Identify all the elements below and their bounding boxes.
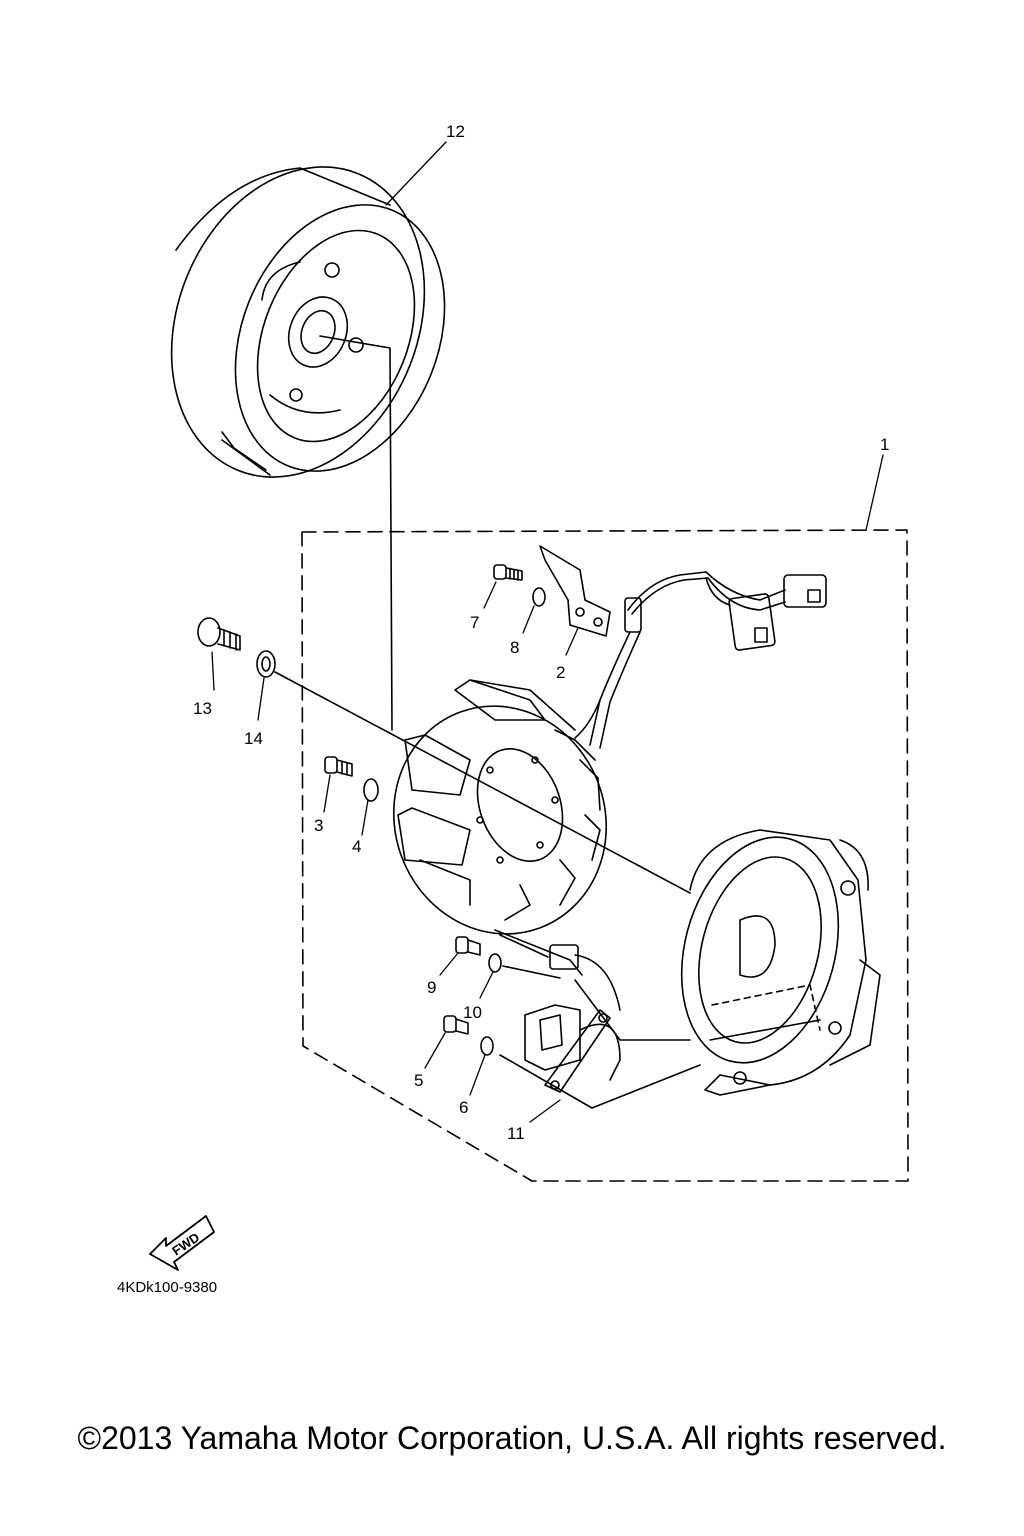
callout-14: 14 bbox=[244, 729, 263, 748]
washer-10-line bbox=[502, 965, 561, 979]
callout-2: 2 bbox=[556, 663, 565, 682]
bracket-2 bbox=[539, 545, 611, 637]
leader-lines bbox=[211, 141, 884, 1123]
generator-housing bbox=[680, 829, 881, 1096]
pickup-coil-11 bbox=[494, 929, 701, 1109]
fwd-arrow-icon: FWD bbox=[149, 1215, 215, 1271]
callout-10: 10 bbox=[463, 1003, 482, 1022]
callout-12: 12 bbox=[446, 122, 465, 141]
washer-8 bbox=[532, 587, 546, 607]
callout-13: 13 bbox=[193, 699, 212, 718]
wire-harness bbox=[574, 571, 827, 749]
axis-line bbox=[319, 335, 393, 731]
bolt-7 bbox=[493, 564, 523, 581]
stator-coil bbox=[392, 679, 608, 935]
assembly-boundary bbox=[301, 529, 909, 1182]
washer-10 bbox=[488, 953, 502, 973]
copyright-notice: ©2013 Yamaha Motor Corporation, U.S.A. A… bbox=[77, 1420, 947, 1456]
washer-14 bbox=[256, 650, 276, 678]
callout-7: 7 bbox=[470, 613, 479, 632]
bolt-5 bbox=[443, 1015, 469, 1035]
washer-4 bbox=[363, 778, 379, 802]
callout-3: 3 bbox=[314, 816, 323, 835]
callout-4: 4 bbox=[352, 837, 361, 856]
callout-8: 8 bbox=[510, 638, 519, 657]
callout-6: 6 bbox=[459, 1098, 468, 1117]
bolt-13 bbox=[197, 617, 241, 651]
callout-labels: 12 1 7 8 2 13 14 3 4 9 10 5 6 11 bbox=[193, 122, 889, 1143]
callout-5: 5 bbox=[414, 1071, 423, 1090]
bolt-3 bbox=[324, 756, 353, 777]
callout-11: 11 bbox=[507, 1124, 525, 1143]
axis-line-2 bbox=[274, 671, 691, 894]
rotor-flywheel bbox=[170, 166, 446, 478]
callout-9: 9 bbox=[427, 978, 436, 997]
bolt-9 bbox=[455, 936, 481, 956]
drawing-code: 4KDk100-9380 bbox=[117, 1279, 217, 1296]
washer-6 bbox=[480, 1036, 494, 1056]
callout-1: 1 bbox=[880, 435, 889, 454]
